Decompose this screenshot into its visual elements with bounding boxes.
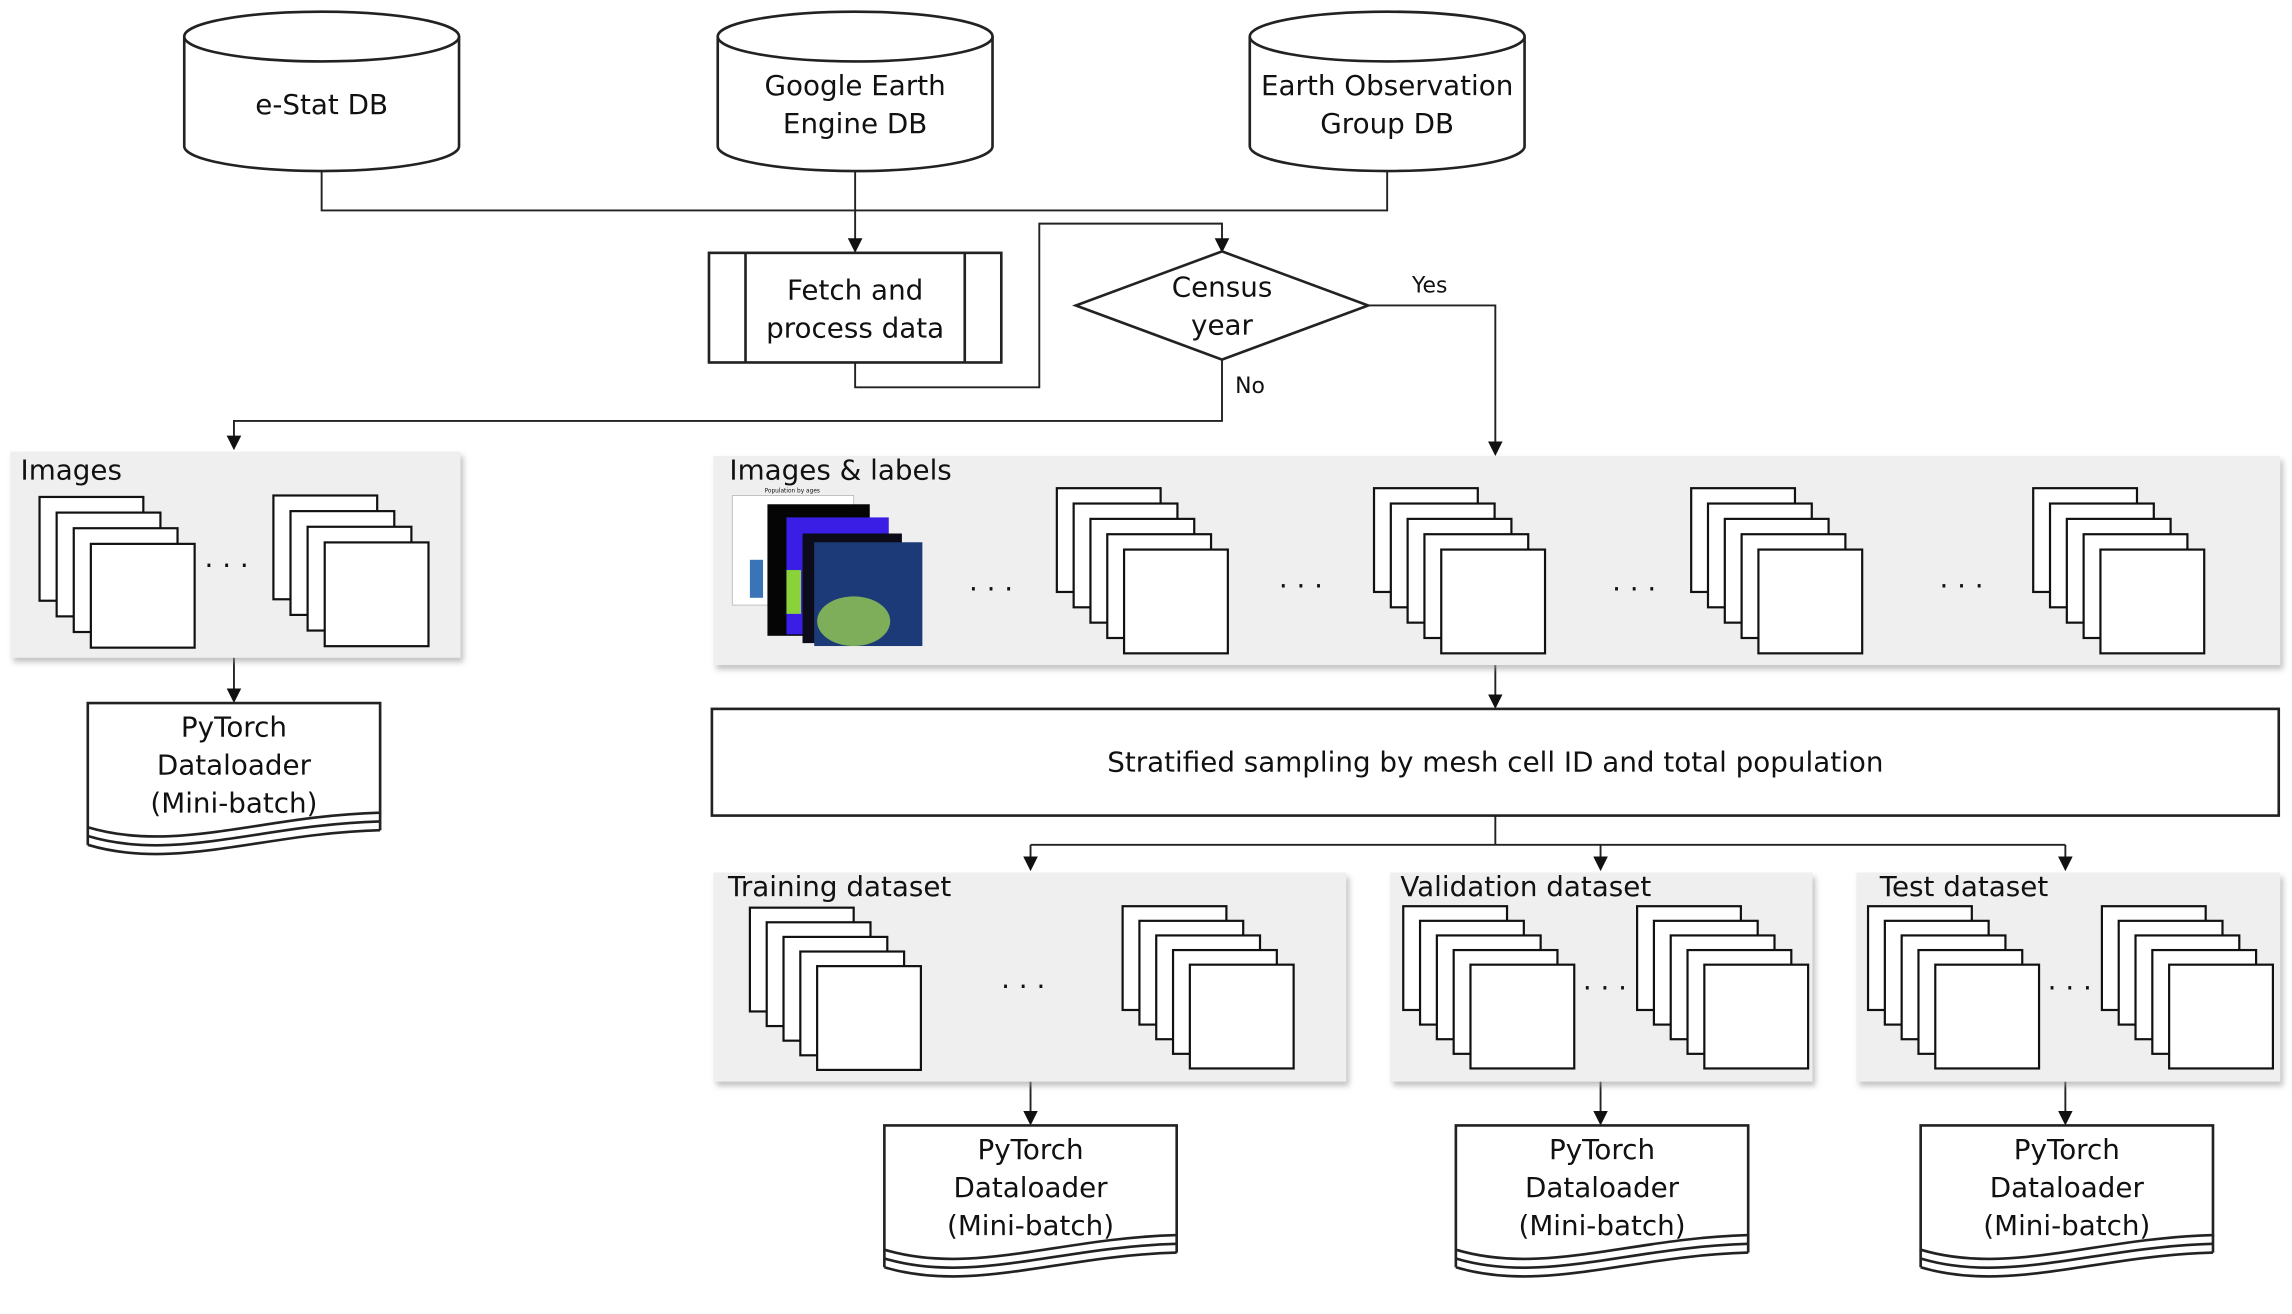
test-title: Test dataset [1879,870,2049,903]
image-stack-icon [1121,905,1295,1070]
db-label: Group DB [1320,107,1454,140]
image-stack-icon [1372,487,1547,655]
dataloader-label: Dataloader [953,1171,1108,1204]
dataloader-label: PyTorch [977,1133,1083,1166]
image-stack-icon [1402,905,1576,1070]
db-label: Google Earth [765,69,946,102]
dataloader-label: PyTorch [181,711,287,744]
images-labels-panel-title: Images & labels [729,453,951,486]
image-stack-icon [38,495,196,649]
image-stack-icon [272,494,430,648]
image-stack-icon [2100,905,2275,1070]
dataloader-label: (Mini-batch) [150,787,317,820]
dataloader-label: Dataloader [1990,1171,2145,1204]
image-stack-icon [1866,905,2041,1070]
image-stack-icon [748,906,923,1072]
image-tile [1703,963,1810,1070]
dataloader-label: (Mini-batch) [1983,1209,2150,1242]
image-tile [1122,548,1229,655]
images-panel-title: Images [21,453,122,486]
dataloader-label: (Mini-batch) [1518,1209,1685,1242]
process-label-line1: Fetch and [787,274,923,307]
connectors [226,169,2073,1126]
image-tile [2099,548,2206,655]
ellipsis: . . . [1612,564,1656,597]
dataloader-label: Dataloader [157,749,312,782]
census-year-decision: Census year Yes No [1072,249,1447,399]
sampling-box: Stratified sampling by mesh cell ID and … [710,707,2281,817]
ellipsis: . . . [205,541,249,574]
image-stack-icon [1690,487,1864,655]
db-label: Earth Observation [1261,69,1513,102]
image-tile [1188,963,1295,1070]
yes-label: Yes [1411,273,1447,298]
image-tile [1934,963,2041,1070]
ellipsis: . . . [1583,964,1627,997]
image-tile [1757,548,1864,655]
ellipsis: . . . [1940,562,1984,595]
process-label-line2: process data [766,312,944,345]
image-tile [2168,963,2275,1070]
ellipsis: . . . [1279,562,1323,595]
image-tile [1440,548,1547,655]
ellipsis: . . . [2048,964,2092,997]
dataloader-label: Dataloader [1525,1171,1680,1204]
thumbnail-chart-title: Population by ages [765,489,820,495]
fetch-process-box: Fetch and process data [707,251,1003,364]
db-label: Engine DB [783,107,927,140]
image-stack-icon [2032,487,2206,655]
thumbnail-stack: Population by ages [731,489,923,647]
image-stack-icon [1636,905,1810,1070]
dataloader-label: PyTorch [2014,1133,2120,1166]
image-stack-icon [1055,487,1229,655]
image-tile [1469,963,1576,1070]
db-label: e-Stat DB [255,88,388,121]
image-tile [323,541,430,648]
image-tile [89,542,196,649]
ellipsis: . . . [1001,962,1045,995]
image-tile [816,965,923,1072]
validation-title: Validation dataset [1400,870,1651,903]
no-label: No [1235,374,1265,399]
decision-label-line1: Census [1172,271,1273,304]
dataloader-label: PyTorch [1549,1133,1655,1166]
sampling-label: Stratified sampling by mesh cell ID and … [1107,746,1883,779]
training-title: Training dataset [727,870,951,903]
e-stat-db: e-Stat DB [182,10,461,173]
dataloader-label: (Mini-batch) [947,1209,1114,1242]
ellipsis: . . . [969,564,1013,597]
decision-label-line2: year [1191,309,1254,342]
